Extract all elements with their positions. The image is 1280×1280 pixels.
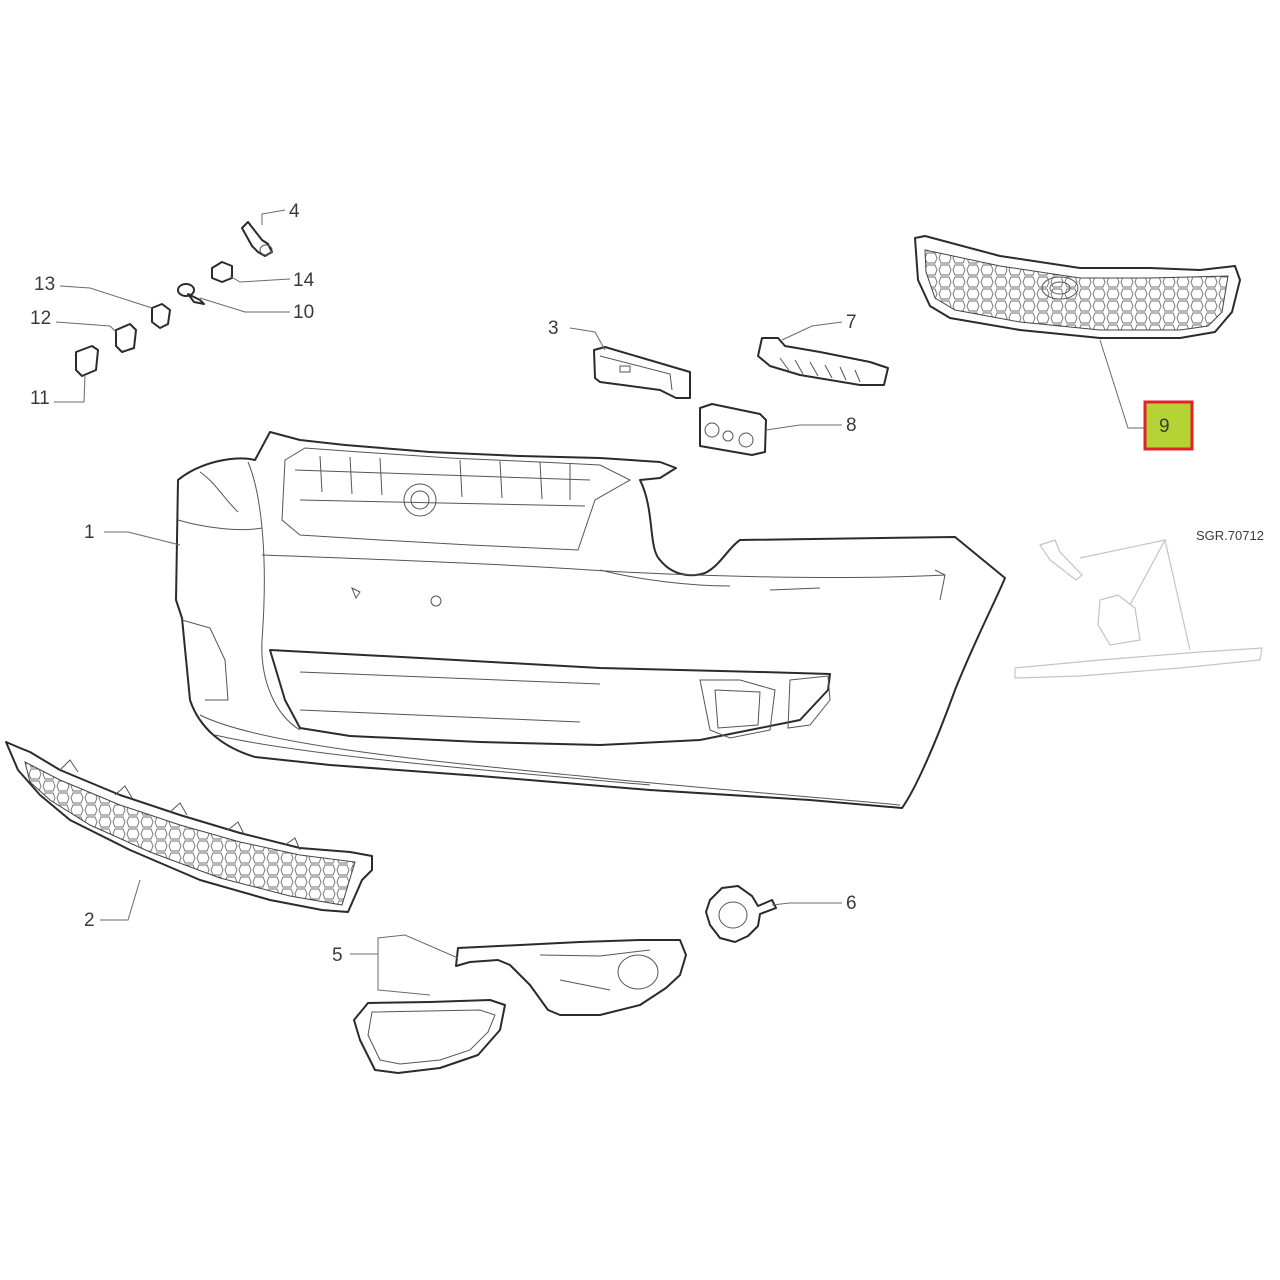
callout-13: 13 bbox=[34, 274, 55, 295]
callout-14: 14 bbox=[293, 270, 315, 291]
callout-8: 8 bbox=[846, 415, 857, 436]
bumper-bracket bbox=[593, 346, 691, 399]
callout-2: 2 bbox=[84, 910, 95, 931]
bolt bbox=[241, 221, 273, 257]
reference-code: SGR.70712 bbox=[1196, 528, 1264, 543]
plate bbox=[75, 345, 99, 377]
callout-labels: 1 2 3 4 5 6 7 8 10 11 12 13 14 SGR.70712 bbox=[30, 201, 1264, 966]
clip bbox=[115, 323, 137, 353]
reference-inset bbox=[1014, 539, 1263, 679]
fog-lamp-bezel bbox=[353, 939, 687, 1074]
nut bbox=[211, 261, 233, 283]
callout-3: 3 bbox=[548, 318, 559, 339]
highlight-box[interactable] bbox=[1143, 400, 1194, 451]
radiator-grille bbox=[914, 235, 1241, 339]
callout-4: 4 bbox=[289, 201, 300, 222]
leader-lines bbox=[54, 209, 1148, 996]
callout-9[interactable]: 9 bbox=[1159, 416, 1170, 437]
front-bumper bbox=[175, 431, 1006, 809]
callout-11: 11 bbox=[30, 388, 50, 409]
lower-grille bbox=[5, 741, 373, 913]
callout-12: 12 bbox=[30, 308, 51, 329]
tow-hook-cover bbox=[705, 885, 777, 943]
callout-6: 6 bbox=[846, 893, 857, 914]
callout-7: 7 bbox=[846, 312, 857, 333]
fastener bbox=[151, 303, 171, 329]
callout-10: 10 bbox=[293, 302, 314, 323]
highlighted-callout-9[interactable]: 9 bbox=[1143, 400, 1194, 451]
callout-5: 5 bbox=[332, 945, 343, 966]
sensor-holder bbox=[699, 403, 767, 456]
callout-1: 1 bbox=[84, 522, 95, 543]
side-guide bbox=[757, 337, 889, 386]
screw bbox=[177, 283, 205, 305]
